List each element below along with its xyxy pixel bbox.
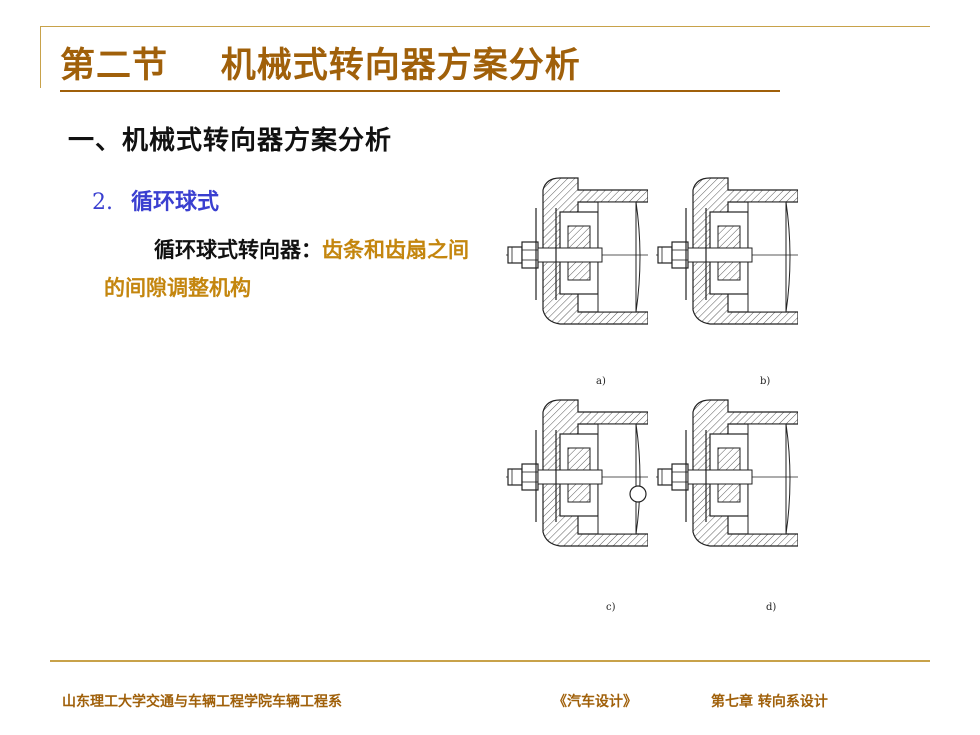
- description-lead: 循环球式转向器：: [154, 237, 322, 262]
- figure-label-b: b): [760, 376, 770, 387]
- gear-adjustment-figure: a) b) c) d): [505, 177, 798, 613]
- figure-label-a: a): [596, 376, 606, 387]
- figure-label-d: d): [766, 602, 776, 613]
- section-heading: 一、机械式转向器方案分析: [68, 126, 393, 156]
- figure-label-c: c): [606, 602, 616, 613]
- footer-chapter: 第七章 转向系设计: [711, 694, 828, 710]
- top-rule: [40, 26, 930, 27]
- sub-heading-text: 循环球式: [131, 189, 220, 215]
- left-rule: [40, 26, 41, 88]
- description-highlight: 齿条和齿扇之间的间隙调整机构: [104, 237, 469, 300]
- sub-heading: 2. 循环球式: [92, 184, 219, 216]
- slide-title: 第二节 机械式转向器方案分析: [60, 45, 581, 86]
- footer-school: 山东理工大学交通与车辆工程学院车辆工程系: [62, 694, 342, 710]
- sub-heading-number: 2.: [92, 190, 113, 215]
- footer-course: 《汽车设计》: [553, 694, 637, 710]
- title-underline: [60, 90, 780, 92]
- bottom-rule: [50, 660, 930, 662]
- description: 循环球式转向器：齿条和齿扇之间的间隙调整机构: [104, 231, 474, 307]
